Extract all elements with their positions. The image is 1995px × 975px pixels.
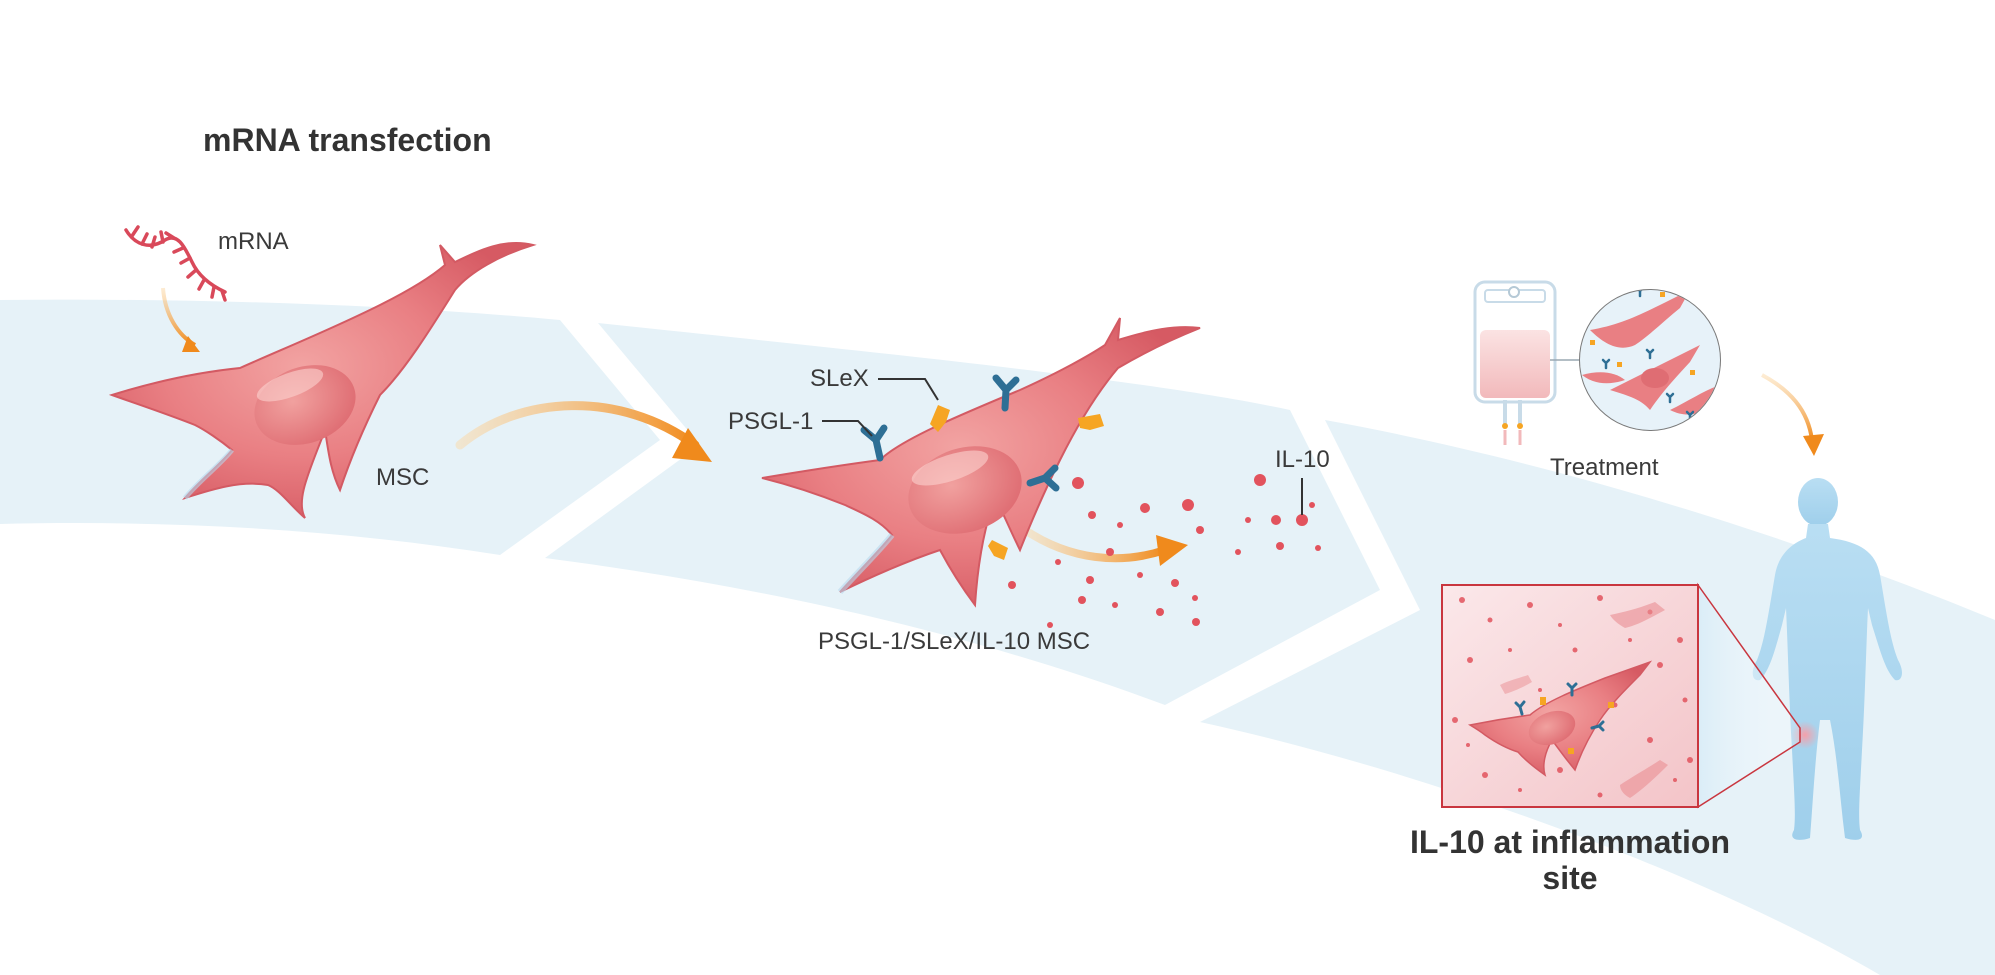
label-treatment: Treatment xyxy=(1550,454,1659,481)
inflammation-inset xyxy=(1441,584,1699,808)
label-psgl1: PSGL-1 xyxy=(728,408,814,435)
msc-cell xyxy=(108,241,537,519)
psgl1-receptor-icon xyxy=(860,374,1060,492)
treatment-magnifier xyxy=(1579,289,1721,431)
label-slex: SLeX xyxy=(810,365,869,392)
flow-arrow-icon xyxy=(161,287,1824,566)
il10-particles xyxy=(1008,474,1321,628)
title-inflammation-line1: IL-10 at inflammation xyxy=(1409,824,1731,860)
engineered-msc-cell xyxy=(761,317,1201,608)
human-silhouette-icon xyxy=(1752,478,1902,840)
iv-bag-icon xyxy=(1473,280,1582,445)
title-inflammation-line2: site xyxy=(1542,860,1598,896)
title-mrna-transfection: mRNA transfection xyxy=(203,122,492,158)
slex-ligand-icon xyxy=(930,405,1104,560)
label-mrna: mRNA xyxy=(218,228,289,255)
label-msc: MSC xyxy=(376,464,430,491)
label-il10: IL-10 xyxy=(1275,446,1330,473)
title-inflammation-site: IL-10 at inflammation site xyxy=(1380,824,1760,896)
label-engineered-msc: PSGL-1/SLeX/IL-10 MSC xyxy=(818,628,1091,655)
mrna-strand-icon xyxy=(124,225,227,302)
leader-lines xyxy=(822,378,1303,515)
